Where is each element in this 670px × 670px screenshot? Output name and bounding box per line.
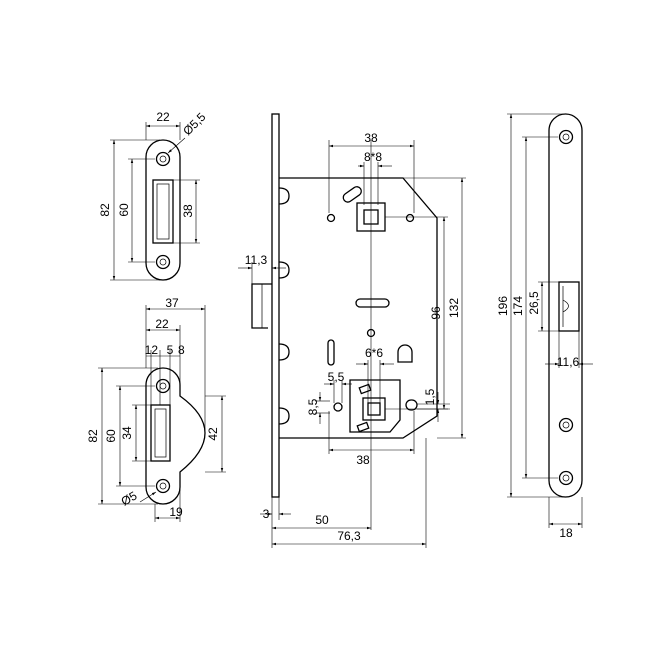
dim-strike-b-8: 8: [178, 343, 185, 357]
dim-body-38-bottom: 38: [356, 453, 370, 467]
dim-strike-b-37: 37: [165, 296, 179, 310]
strike-plate-b: 37 22 12 5 8 82 60 34 42 Ø5 19: [86, 296, 226, 522]
dim-strike-a-60: 60: [117, 203, 131, 217]
dim-latch-26-5: 26,5: [527, 291, 541, 315]
dim-strike-b-12: 12: [145, 343, 159, 357]
faceplate-view: 196 174 26,5 11,6 18: [496, 113, 593, 540]
dim-strike-b-19: 19: [169, 505, 183, 519]
dim-height-132: 132: [447, 298, 461, 318]
dim-depth-76-3: 76,3: [337, 529, 361, 543]
dim-5-5: 5,5: [328, 370, 345, 384]
strike-plate-a: 22 Ø5,5 82 60 38: [98, 110, 209, 281]
dim-strike-a-width: 22: [156, 110, 170, 124]
dim-strike-a-38: 38: [181, 204, 195, 218]
dim-strike-b-82: 82: [86, 429, 100, 443]
dim-strike-b-42: 42: [206, 427, 220, 441]
dim-latch-11-6: 11,6: [557, 355, 580, 369]
dim-strike-b-22: 22: [155, 317, 169, 331]
dim-center-96: 96: [429, 306, 443, 320]
lock-body: 38 8*8 11,3 96 132 6*6 5,5 8,5 1,5 38 3 …: [238, 113, 466, 548]
dim-strike-b-5: 5: [167, 343, 174, 357]
dim-spindle-8x8: 8*8: [364, 150, 382, 164]
dim-8-5: 8,5: [306, 398, 320, 415]
dim-strike-b-34: 34: [120, 426, 134, 440]
dim-strike-a-hole: Ø5,5: [180, 110, 209, 139]
dim-faceplate-3: 3: [263, 507, 270, 521]
dim-body-38-top: 38: [364, 131, 378, 145]
dim-latch-11-3: 11,3: [245, 253, 268, 267]
dim-strike-a-82: 82: [98, 203, 112, 217]
dim-strike-b-60: 60: [104, 429, 118, 443]
dim-strike-b-hole: Ø5: [119, 488, 140, 508]
dim-faceplate-196: 196: [496, 296, 510, 316]
dim-spindle-6x6: 6*6: [365, 346, 383, 360]
dim-faceplate-174: 174: [511, 296, 525, 316]
dim-faceplate-18: 18: [559, 526, 573, 540]
dim-backset-50: 50: [315, 513, 329, 527]
dim-1-5: 1,5: [423, 388, 437, 405]
